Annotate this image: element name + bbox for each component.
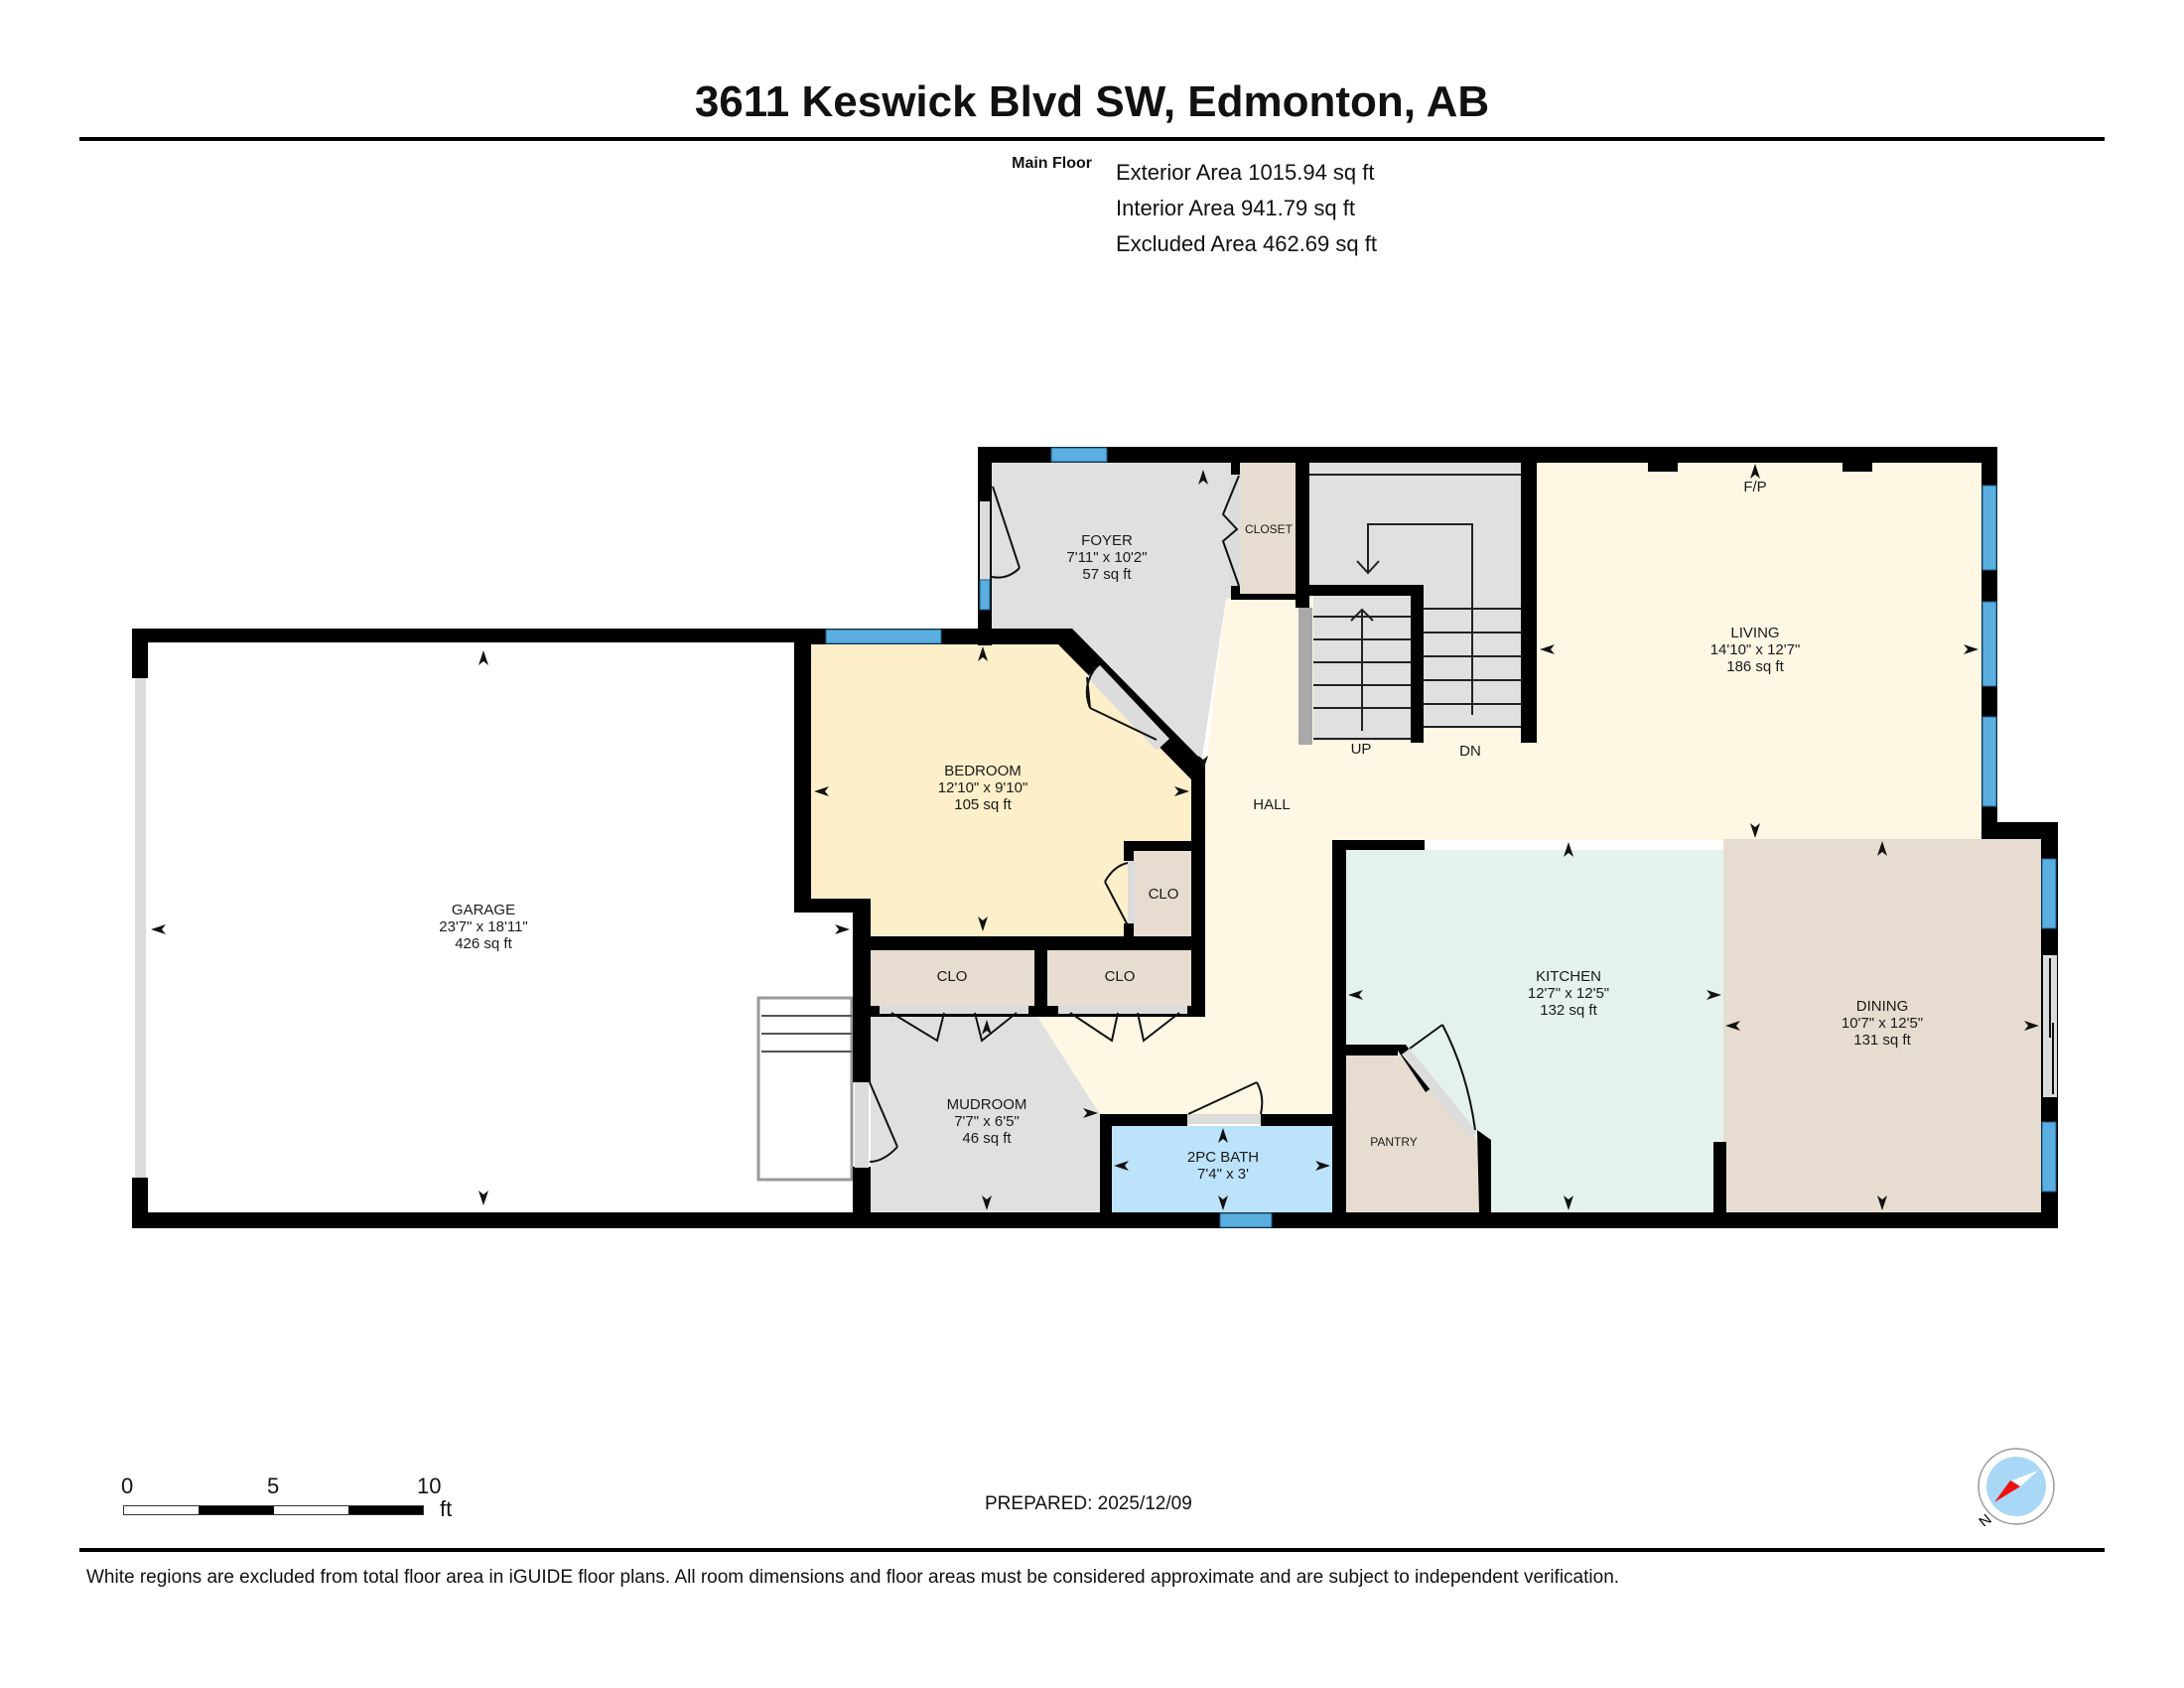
prepared-date: PREPARED: 2025/12/09 <box>985 1493 1192 1514</box>
room-clo-left: CLO <box>936 968 968 985</box>
closet-floor <box>1240 462 1296 596</box>
stairs-up-label: UP <box>1350 741 1372 758</box>
page-title: 3611 Keswick Blvd SW, Edmonton, AB <box>694 77 1490 126</box>
room-dining: DINING 10'7" x 12'5" 131 sq ft <box>1841 998 1924 1049</box>
dimension-arrows <box>151 464 2039 1210</box>
exterior-area: Exterior Area 1015.94 sq ft <box>1116 160 1375 185</box>
stairs-down-label: DN <box>1459 743 1481 760</box>
excluded-area: Excluded Area 462.69 sq ft <box>1116 231 1377 256</box>
scale-unit: ft <box>440 1496 453 1521</box>
room-pantry: PANTRY <box>1370 1135 1418 1149</box>
compass-icon: N <box>1977 1448 2055 1526</box>
mudroom-floor <box>871 1017 1100 1212</box>
clo-right-floor <box>1047 950 1191 1006</box>
area-lines: Exterior Area 1015.94 sq ft Interior Are… <box>1116 155 1377 262</box>
room-mudroom: MUDROOM 7'7" x 6'5" 46 sq ft <box>946 1096 1027 1147</box>
clo-bedroom-floor <box>1134 851 1193 936</box>
interior-area: Interior Area 941.79 sq ft <box>1116 196 1355 220</box>
stair-treads <box>1309 474 1521 740</box>
room-bath: 2PC BATH 7'4" x 3' <box>1186 1149 1260 1183</box>
room-closet: CLOSET <box>1244 522 1294 536</box>
bath-floor <box>1112 1126 1332 1212</box>
garage-floor <box>146 642 856 1212</box>
scale-tick-5: 5 <box>267 1474 280 1498</box>
door-openings <box>135 475 2057 1178</box>
room-bedroom: BEDROOM 12'10" x 9'10" 105 sq ft <box>937 763 1028 813</box>
room-hall: HALL <box>1253 796 1291 813</box>
footer-divider <box>79 1548 2105 1552</box>
room-clo-right: CLO <box>1104 968 1136 985</box>
scale-tick-0: 0 <box>121 1474 134 1498</box>
living-floor <box>1537 462 1981 840</box>
scale-bar-graphic <box>123 1505 424 1515</box>
windows <box>825 447 2057 1228</box>
clo-left-floor <box>871 950 1034 1006</box>
pantry-floor <box>1346 1055 1479 1212</box>
room-kitchen: KITCHEN 12'7" x 12'5" 132 sq ft <box>1527 968 1610 1019</box>
footer-disclaimer: White regions are excluded from total fl… <box>86 1567 1620 1588</box>
room-garage: GARAGE 23'7" x 18'11" 426 sq ft <box>439 902 528 952</box>
garage-stairs <box>756 996 854 1182</box>
room-clo-bedroom: CLO <box>1148 886 1179 903</box>
room-foyer: FOYER 7'11" x 10'2" 57 sq ft <box>1066 532 1148 583</box>
hall-floor <box>992 462 1981 1114</box>
bedroom-floor <box>809 644 1191 936</box>
title-divider <box>79 137 2105 141</box>
fireplace-label: F/P <box>1743 479 1767 495</box>
dining-floor <box>1723 839 2041 1212</box>
room-living: LIVING 14'10" x 12'7" 186 sq ft <box>1709 625 1801 675</box>
foyer-floor <box>992 462 1240 771</box>
scale-tick-10: 10 <box>417 1474 442 1498</box>
door-swings <box>869 475 2054 1163</box>
stair-handrail <box>1298 608 1312 745</box>
